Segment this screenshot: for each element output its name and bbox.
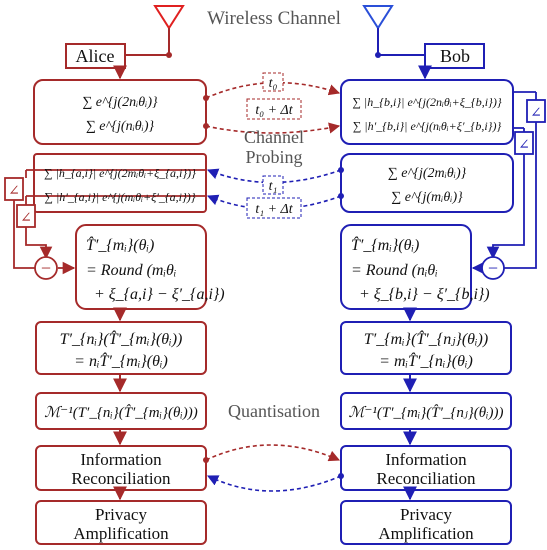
bob-box xyxy=(424,43,485,69)
alice-label: Alice xyxy=(76,46,115,66)
bob-received-line-1: ∑ |h_{b,i}| e^{j(2nᵢθᵢ+ξ_{b,i})} xyxy=(352,95,501,109)
alice-privacy-box xyxy=(35,500,207,545)
exchange-dots xyxy=(203,95,209,463)
t1-label: t₁ xyxy=(269,179,278,194)
alice-privacy-line-2: Amplification xyxy=(73,524,169,543)
alice-transform-line-1: T′_{nᵢ}(T̂′_{mᵢ}(θᵢ)) xyxy=(60,329,183,348)
alice-estimate-line-3: + ξ_{a,i} − ξ′_{a,i}) xyxy=(94,286,225,303)
angle-icon: ∠ xyxy=(518,138,530,153)
bob-privacy-line-2: Amplification xyxy=(378,524,474,543)
bob-probe-line-2: ∑ e^{j(mᵢθᵢ)} xyxy=(391,190,463,205)
bob-flow-arrows xyxy=(403,65,432,501)
bob-estimate-line-2: = Round (nᵢθᵢ xyxy=(351,262,438,279)
bob-privacy-line-1: Privacy xyxy=(400,505,452,524)
channel-probing-label: Channel xyxy=(244,127,304,147)
alice-box xyxy=(65,43,126,69)
bob-transform-line-1: T′_{mᵢ}(T̂′_{nⱼ}(θᵢ)) xyxy=(364,329,488,348)
bob-estimate-line-3: + ξ_{b,i} − ξ′_{b,i}) xyxy=(359,286,490,303)
alice-probe-line-2: ∑ e^{j(nᵢθᵢ)} xyxy=(86,119,155,134)
bob-quantise-box xyxy=(340,392,512,430)
alice-reconcile-line-2: Reconciliation xyxy=(71,469,171,488)
bob-received-line-2: ∑ |h′_{b,i}| e^{j(nᵢθᵢ+ξ′_{b,i})} xyxy=(353,119,502,133)
bob-label: Bob xyxy=(440,46,470,66)
alice-phase-path xyxy=(4,169,206,280)
exchange-dots-bob xyxy=(338,167,344,479)
alice-reconcile-line-1: Information xyxy=(80,450,162,469)
bob-transform-line-2: = mᵢT̂′_{nᵢ}(θᵢ) xyxy=(379,351,473,370)
t1-box xyxy=(262,175,284,195)
alice-received-line-1: ∑ |h_{a,i}| e^{j(2mᵢθᵢ+ξ_{a,i})} xyxy=(44,166,196,180)
alice-estimate-line-2: = Round (mᵢθᵢ xyxy=(86,262,176,279)
angle-icon: ∠ xyxy=(8,184,20,199)
alice-estimate-line-1: T̂′_{mᵢ}(θᵢ) xyxy=(86,235,154,254)
bob-probe-line-1: ∑ e^{j(2mᵢθᵢ)} xyxy=(388,166,467,181)
alice-probe-line-1: ∑ e^{j(2nᵢθᵢ)} xyxy=(82,95,158,110)
alice-transform-line-2: = nᵢT̂′_{mᵢ}(θᵢ) xyxy=(74,351,168,370)
angle-icon: ∠ xyxy=(530,106,542,121)
alice-received-box xyxy=(33,153,207,213)
bob-reconcile-line-2: Reconciliation xyxy=(376,469,476,488)
bob-quantise-text: ℳ⁻¹(T′_{mᵢ}(T̂′_{nⱼ}(θᵢ))) xyxy=(348,405,503,421)
bob-estimate-line-1: T̂′_{mᵢ}(θᵢ) xyxy=(351,235,419,254)
bob-phase-path xyxy=(471,91,546,280)
bob-antenna-icon xyxy=(362,5,425,58)
alice-probe-box xyxy=(33,79,207,145)
alice-estimate-box xyxy=(75,224,207,310)
alice-privacy-line-1: Privacy xyxy=(95,505,147,524)
t0-label: t₀ xyxy=(269,76,278,91)
quantisation-label: Quantisation xyxy=(228,401,320,421)
angle-icon: ∠ xyxy=(20,211,32,226)
bob-transform-box xyxy=(340,321,512,375)
channel-probing-label-2: Probing xyxy=(245,147,302,167)
bob-privacy-box xyxy=(340,500,512,545)
alice-received-line-2: ∑ |h′_{a,i}| e^{j(mᵢθᵢ+ξ′_{a,i})} xyxy=(44,190,195,204)
t0-dt-label: t₀ + Δt xyxy=(255,103,293,118)
bob-reconcile-line-1: Information xyxy=(385,450,467,469)
t0-box xyxy=(262,72,284,92)
page-title: Wireless Channel xyxy=(207,8,341,29)
t0-dt-box xyxy=(246,98,302,120)
alice-quantise-text: ℳ⁻¹(T′_{nᵢ}(T̂′_{mᵢ}(θᵢ))) xyxy=(44,405,198,421)
bob-reconcile-box xyxy=(340,445,512,491)
subtract-icon: − xyxy=(41,258,51,278)
bob-received-box xyxy=(340,79,514,145)
subtract-icon: − xyxy=(488,258,498,278)
bob-probe-box xyxy=(340,153,514,213)
t1-dt-box xyxy=(246,197,302,219)
alice-antenna-icon xyxy=(125,5,185,58)
t1-dt-label: t₁ + Δt xyxy=(255,202,293,217)
